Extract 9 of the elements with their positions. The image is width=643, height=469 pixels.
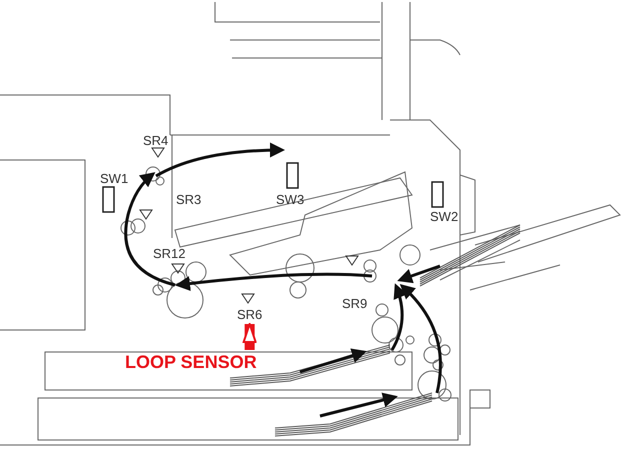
part-label: SW2 (430, 209, 458, 224)
part-label: SW3 (276, 192, 304, 207)
sensor-label: SR6 (237, 307, 262, 322)
part-label: SW1 (100, 171, 128, 186)
part-label: SR9 (342, 296, 368, 311)
callout-text: LOOP SENSOR (125, 352, 257, 372)
part-label: SR4 (143, 133, 168, 148)
part-label: SR3 (176, 192, 202, 207)
part-label: SR12 (153, 246, 186, 261)
